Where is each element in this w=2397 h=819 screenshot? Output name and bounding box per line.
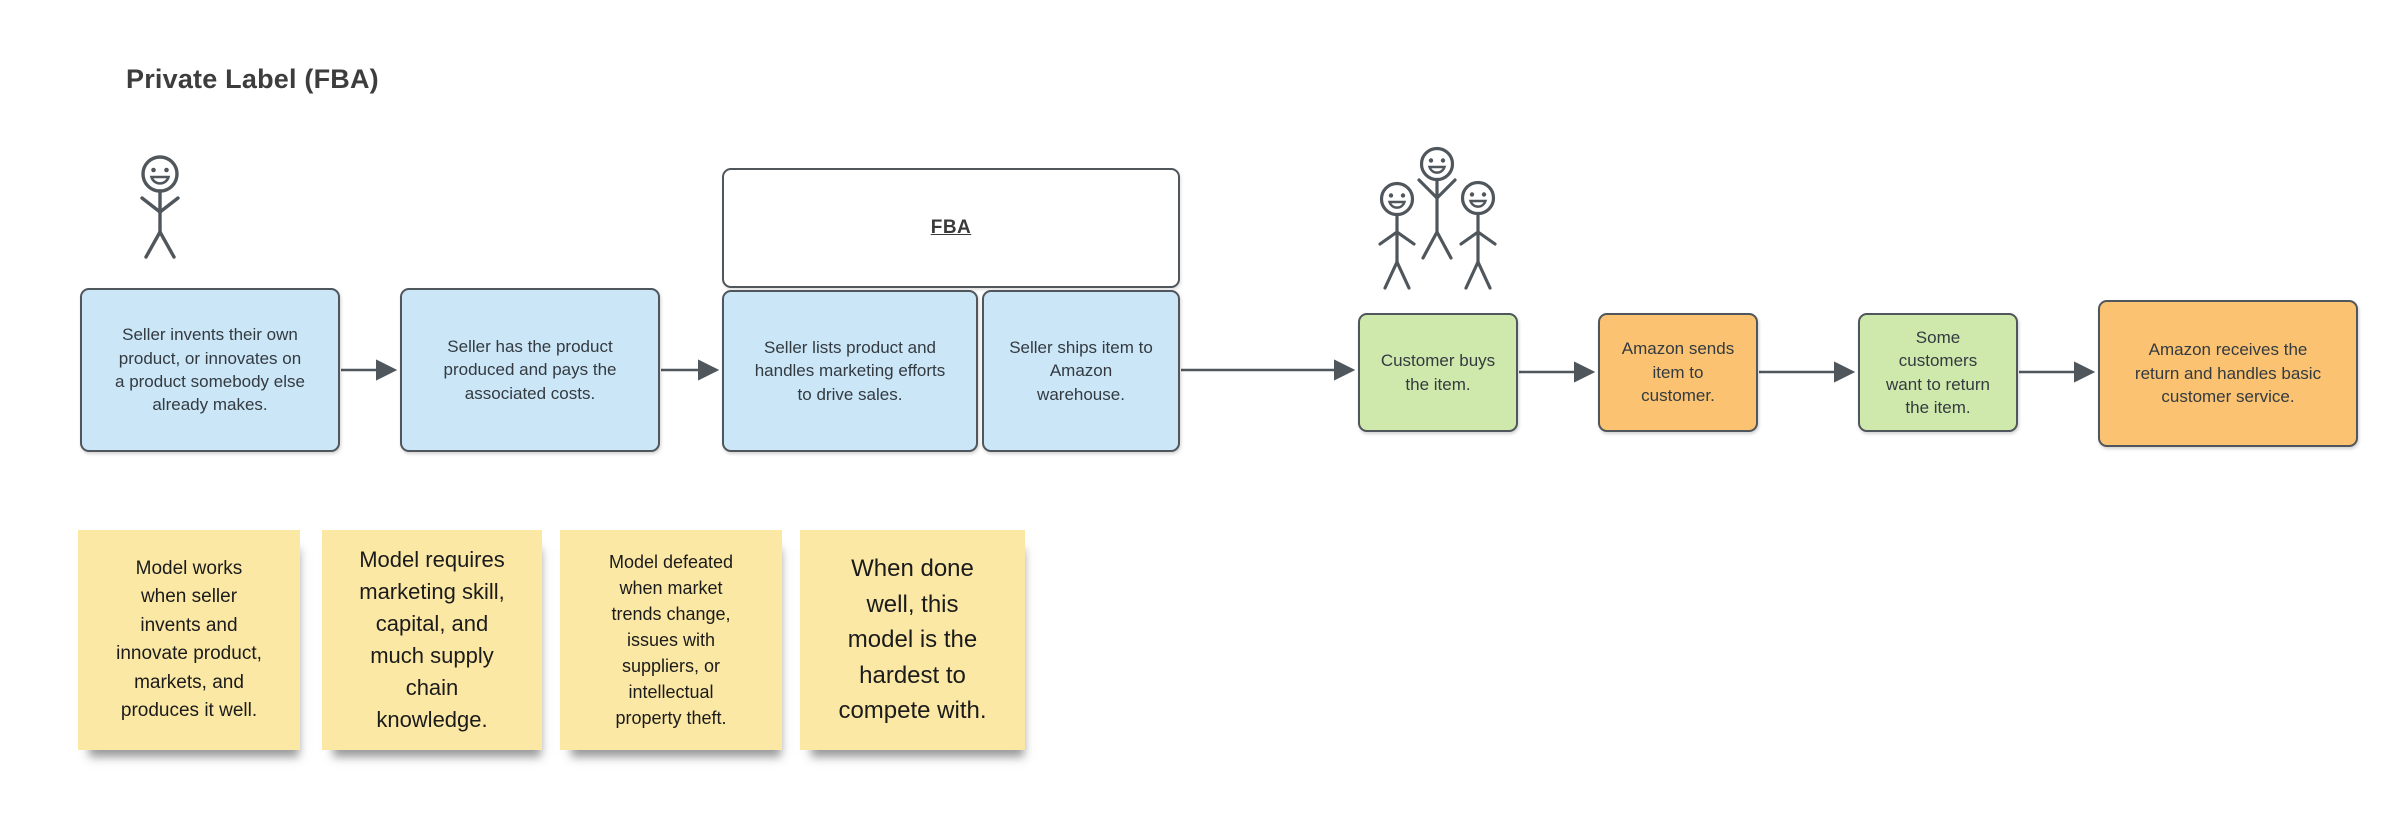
fba-group-label: FBA [930, 217, 972, 238]
flow-box-text: Customer buys the item. [1380, 351, 1496, 394]
flow-box-amazon-sends[interactable]: Amazon sends item to customer. [1598, 313, 1758, 432]
flow-box-text: Seller has the product produced and pays… [443, 336, 617, 403]
customers-stick-figures-icon[interactable] [1365, 140, 1510, 292]
flow-box-amazon-receives-return[interactable]: Amazon receives the return and handles b… [2098, 300, 2358, 447]
page-title[interactable]: Private Label (FBA) [126, 64, 379, 94]
flow-box-text: Seller lists product and handles marketi… [754, 337, 946, 404]
flow-box-product-produced[interactable]: Seller has the product produced and pays… [400, 288, 660, 452]
flow-box-customer-buys[interactable]: Customer buys the item. [1358, 313, 1518, 432]
sticky-note-text: Model requires marketing skill, capital,… [359, 546, 505, 733]
flow-box-text: Seller invents their own product, or inn… [115, 325, 305, 415]
sticky-note-model-requires[interactable]: Model requires marketing skill, capital,… [322, 530, 542, 750]
flow-box-text: Amazon sends item to customer. [1621, 339, 1735, 406]
seller-stick-figure-icon[interactable] [128, 152, 192, 267]
sticky-note-text: Model defeated when market trends change… [608, 551, 734, 729]
fba-group[interactable]: FBA [722, 168, 1180, 288]
flow-box-text: Amazon receives the return and handles b… [2134, 340, 2322, 407]
flow-box-text: Some customers want to return the item. [1886, 327, 1990, 417]
flow-box-lists-product[interactable]: Seller lists product and handles marketi… [722, 290, 978, 452]
flow-box-ships-to-warehouse[interactable]: Seller ships item to Amazon warehouse. [982, 290, 1180, 452]
sticky-note-model-defeated[interactable]: Model defeated when market trends change… [560, 530, 782, 750]
flow-box-text: Seller ships item to Amazon warehouse. [1009, 337, 1153, 404]
flow-box-customer-returns[interactable]: Some customers want to return the item. [1858, 313, 2018, 432]
sticky-note-text: When done well, this model is the hardes… [838, 555, 987, 725]
sticky-note-text: Model works when seller invents and inno… [116, 557, 262, 722]
sticky-note-when-done-well[interactable]: When done well, this model is the hardes… [800, 530, 1025, 750]
flow-box-seller-invents[interactable]: Seller invents their own product, or inn… [80, 288, 340, 452]
sticky-note-model-works[interactable]: Model works when seller invents and inno… [78, 530, 300, 750]
